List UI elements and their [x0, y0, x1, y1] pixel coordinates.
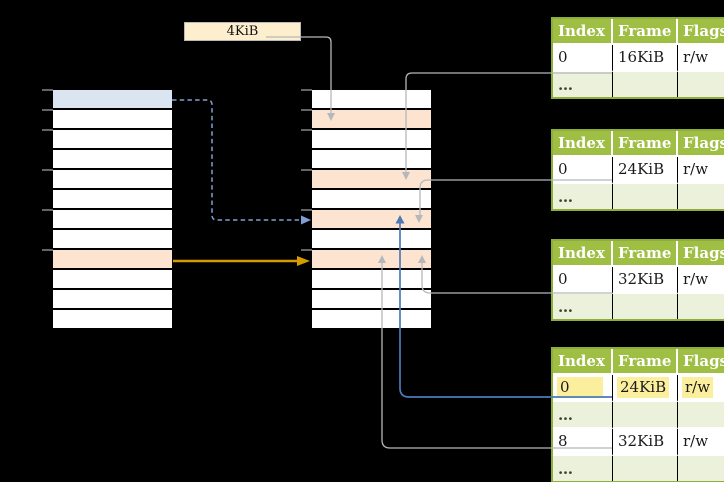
column-header-flags: Flags: [678, 19, 724, 45]
virtual-memory-column-row-10: [53, 290, 172, 310]
cell-dots: …: [553, 456, 613, 481]
column-header-index: Index: [553, 19, 613, 45]
cell-flags: r/w: [678, 429, 724, 456]
cell-dots: [613, 294, 678, 319]
physical-memory-column-row-3: [312, 150, 431, 170]
frame-size-label: 4KiB: [184, 22, 301, 41]
physical-memory-column-row-6: [312, 210, 431, 230]
cell-dots: [678, 402, 724, 429]
cell-dots: [678, 72, 724, 97]
highlight-flags: r/w: [682, 377, 714, 398]
column-header-frame: Frame: [613, 349, 678, 375]
page-table-4-row-1: …: [553, 402, 724, 429]
column-header-flags: Flags: [678, 241, 724, 267]
connector-orange-page-mapping: [173, 256, 310, 266]
virtual-memory-column-row-7: [53, 230, 172, 250]
virtual-memory-column-row-11: [53, 310, 172, 330]
page-table-1-row-1: …: [553, 72, 724, 97]
column-header-index: Index: [553, 349, 613, 375]
page-table-2-row-1: …: [553, 184, 724, 209]
connector-dashed-page-mapping: [172, 99, 311, 225]
physical-memory-column-row-9: [312, 270, 431, 290]
cell-flags: r/w: [678, 267, 724, 294]
cell-dots: [678, 456, 724, 481]
cell-flags: r/w: [678, 157, 724, 184]
cell-dots: [678, 184, 724, 209]
page-table-4-row-0: 0 24KiB r/w: [553, 375, 724, 402]
physical-memory-column-row-7: [312, 230, 431, 250]
cell-index: 0: [553, 157, 613, 184]
cell-dots: …: [553, 184, 613, 209]
cell-frame: 16KiB: [613, 45, 678, 72]
cell-frame: 32KiB: [613, 429, 678, 456]
cell-frame: 32KiB: [613, 267, 678, 294]
physical-memory-column-row-2: [312, 130, 431, 150]
column-header-frame: Frame: [613, 241, 678, 267]
cell-dots: [613, 456, 678, 481]
cell-dots: …: [553, 72, 613, 97]
virtual-memory-column-row-1: [53, 110, 172, 130]
column-header-frame: Frame: [613, 131, 678, 157]
column-header-index: Index: [553, 131, 613, 157]
column-header-flags: Flags: [678, 349, 724, 375]
virtual-memory-column-row-5: [53, 190, 172, 210]
cell-index: 0: [553, 267, 613, 294]
physical-memory-column-row-10: [312, 290, 431, 310]
cell-dots: [613, 402, 678, 429]
virtual-memory-column-row-0: [53, 90, 172, 110]
highlight-index: 0: [557, 377, 603, 398]
cell-index: 0: [553, 45, 613, 72]
physical-memory-column-row-4: [312, 170, 431, 190]
cell-dots: …: [553, 402, 613, 429]
cell-index: 0: [553, 375, 613, 402]
highlight-frame: 24KiB: [617, 377, 670, 398]
cell-frame: 24KiB: [613, 157, 678, 184]
virtual-memory-column-row-2: [53, 130, 172, 150]
virtual-memory-column-row-6: [53, 210, 172, 230]
physical-memory-column-row-1: [312, 110, 431, 130]
cell-dots: [613, 72, 678, 97]
physical-memory-column-row-0: [312, 90, 431, 110]
cell-flags: r/w: [678, 45, 724, 72]
cell-dots: …: [553, 294, 613, 319]
virtual-memory-column-row-8: [53, 250, 172, 270]
physical-memory-column-row-8: [312, 250, 431, 270]
page-table-4-row-3: …: [553, 456, 724, 481]
virtual-memory-column: [53, 90, 172, 330]
column-header-flags: Flags: [678, 131, 724, 157]
physical-memory-column: [312, 90, 431, 330]
virtual-memory-column-row-9: [53, 270, 172, 290]
column-header-frame: Frame: [613, 19, 678, 45]
virtual-memory-column-row-3: [53, 150, 172, 170]
virtual-memory-column-row-4: [53, 170, 172, 190]
physical-memory-column-row-5: [312, 190, 431, 210]
page-table-3-row-1: …: [553, 294, 724, 319]
cell-frame: 24KiB: [613, 375, 678, 402]
physical-memory-column-row-11: [312, 310, 431, 330]
column-header-index: Index: [553, 241, 613, 267]
cell-flags: r/w: [678, 375, 724, 402]
cell-index: 8: [553, 429, 613, 456]
cell-dots: [613, 184, 678, 209]
cell-dots: [678, 294, 724, 319]
